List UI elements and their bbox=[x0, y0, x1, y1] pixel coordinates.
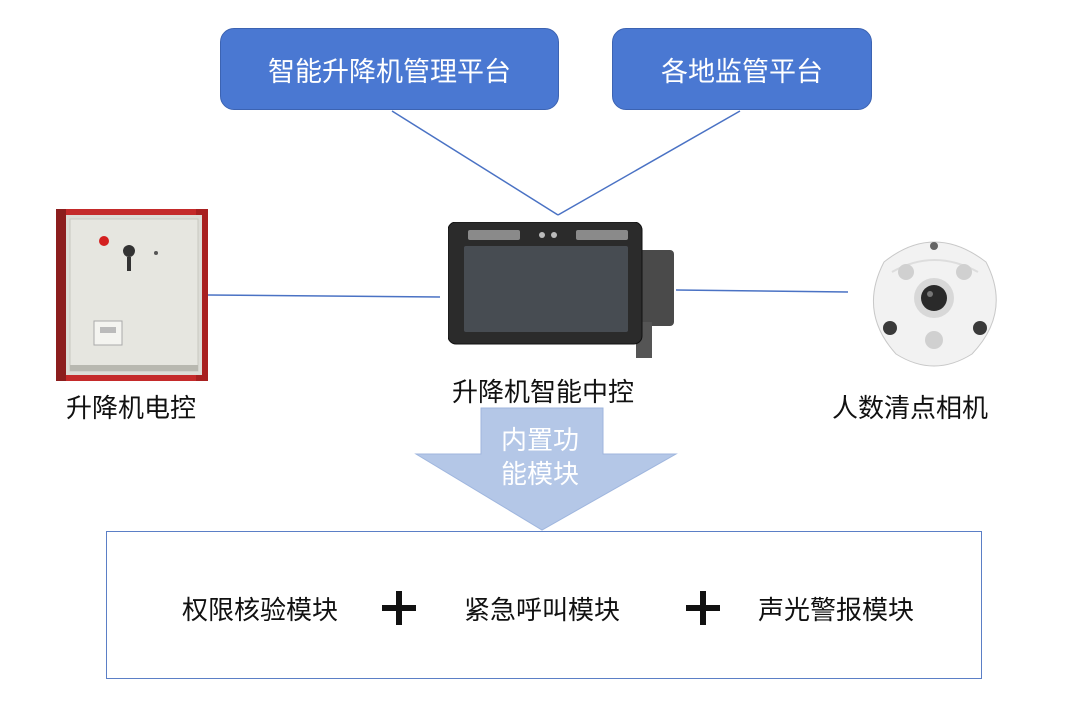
people-counting-camera-label: 人数清点相机 bbox=[832, 394, 989, 424]
arrow-label-line-1: 内置功 bbox=[500, 426, 579, 456]
connector-electric-control bbox=[207, 294, 441, 298]
builtin-modules-box bbox=[106, 531, 982, 679]
arrow-label-line-2: 能模块 bbox=[500, 460, 579, 490]
connector-camera bbox=[675, 289, 849, 293]
builtin-modules-arrow-label: 内置功 能模块 bbox=[488, 424, 592, 492]
connector-platform-right bbox=[557, 110, 741, 216]
central-control-label: 升降机智能中控 bbox=[452, 378, 635, 408]
connector-platform-left bbox=[391, 110, 559, 216]
electric-control-cabinet-image bbox=[56, 209, 208, 381]
plus-icon bbox=[686, 591, 720, 625]
people-counting-camera-image bbox=[873, 241, 997, 367]
regional-supervision-platform: 各地监管平台 bbox=[612, 28, 872, 110]
smart-elevator-platform: 智能升降机管理平台 bbox=[220, 28, 559, 110]
central-control-device-image bbox=[448, 222, 674, 358]
plus-icon bbox=[382, 591, 416, 625]
emergency-call-module: 紧急呼叫模块 bbox=[464, 596, 621, 626]
builtin-modules-arrow bbox=[414, 407, 678, 531]
audio-visual-alarm-module: 声光警报模块 bbox=[758, 596, 915, 626]
electric-control-label: 升降机电控 bbox=[66, 394, 197, 424]
permission-check-module: 权限核验模块 bbox=[182, 596, 339, 626]
